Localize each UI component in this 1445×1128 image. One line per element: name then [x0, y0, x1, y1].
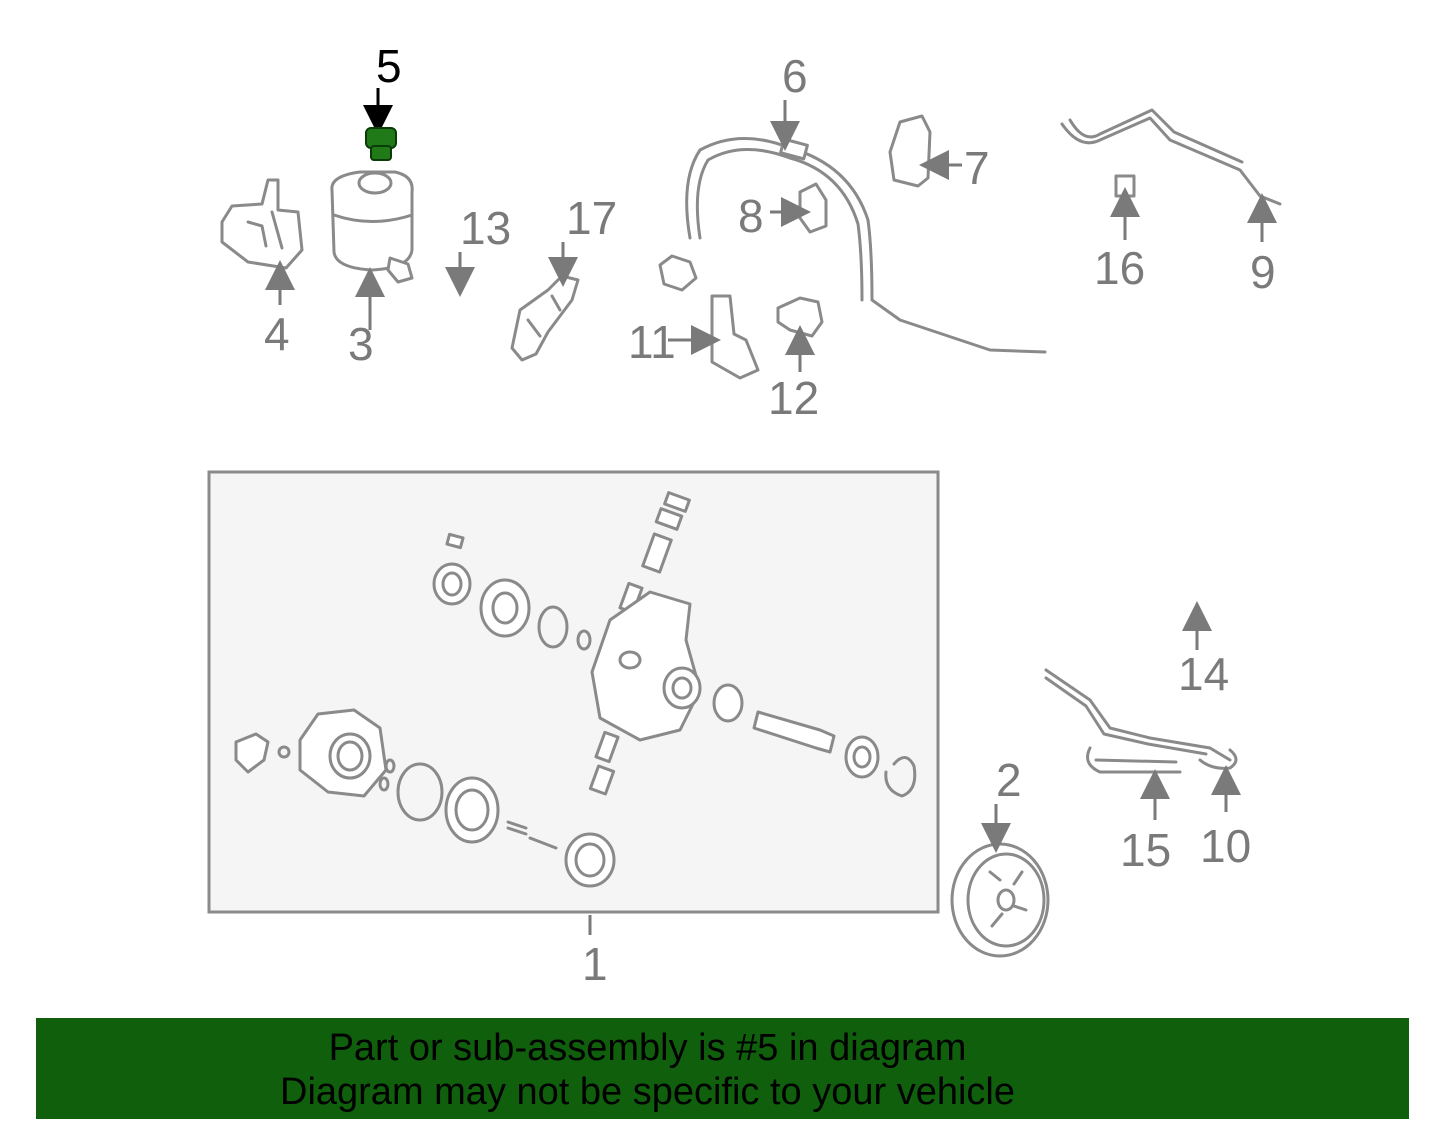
callout-1: 1: [582, 938, 608, 990]
callout-2: 2: [996, 754, 1022, 806]
callout-5: 5: [376, 40, 402, 92]
part-5-reservoir-cap[interactable]: [363, 88, 397, 161]
part-12-clamp[interactable]: [776, 296, 824, 372]
part-6-pressure-hose[interactable]: [658, 100, 1047, 354]
part-10-clamp[interactable]: [1198, 748, 1241, 812]
callout-8: 8: [738, 190, 764, 242]
callout-12: 12: [768, 372, 819, 424]
callout-7: 7: [964, 142, 990, 194]
callout-3: 3: [348, 318, 374, 370]
callout-11: 11: [628, 316, 676, 368]
part-4-bracket[interactable]: [220, 178, 304, 305]
callout-14: 14: [1178, 648, 1229, 700]
part-7-clamp[interactable]: [888, 114, 962, 188]
part-11-bracket[interactable]: [668, 294, 760, 380]
part-2-pulley[interactable]: [950, 804, 1050, 958]
banner-disclaimer: Diagram may not be specific to your vehi…: [280, 1071, 1015, 1113]
part-16-return-hose[interactable]: [1019, 145, 1189, 259]
part-3-reservoir[interactable]: [330, 170, 414, 330]
callout-15: 15: [1120, 824, 1171, 876]
callout-17: 17: [566, 192, 617, 244]
part-14-hose[interactable]: [1147, 581, 1259, 650]
parts-diagram: 1 2 3 4 5 6 7 8 9 10 11 12 13 14 15 16 1…: [207, 40, 1282, 990]
banner-part-note: Part or sub-assembly is #5 in diagram: [328, 1027, 967, 1069]
part-13-hose[interactable]: [437, 252, 487, 379]
part-15-hose[interactable]: [1044, 668, 1232, 820]
part-1-pump-assembly[interactable]: [207, 470, 940, 935]
callout-16: 16: [1094, 242, 1145, 294]
callout-10: 10: [1200, 820, 1251, 872]
info-banner: Part or sub-assembly is #5 in diagram Di…: [36, 1018, 1409, 1119]
callout-4: 4: [264, 308, 290, 360]
part-8-pressure-switch[interactable]: [770, 182, 828, 234]
callout-6: 6: [782, 50, 808, 102]
part-17-bracket[interactable]: [510, 242, 580, 362]
callout-9: 9: [1250, 246, 1276, 298]
callout-13: 13: [460, 202, 511, 254]
part-9-return-pipe[interactable]: [1060, 108, 1282, 242]
